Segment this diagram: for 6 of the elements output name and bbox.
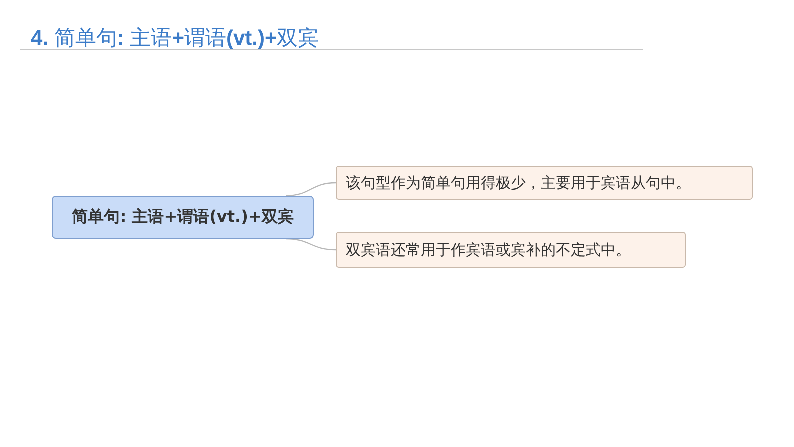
topic-box: 简单句: 主语+谓语(vt.)+双宾 — [52, 196, 314, 239]
connector-curve — [286, 182, 336, 197]
slide-title: 4. 简单句: 主语+谓语(vt.)+双宾 — [31, 26, 320, 52]
subtopic-box: 该句型作为简单句用得极少，主要用于宾语从句中。 — [336, 166, 753, 200]
subtopic-box: 双宾语还常用于作宾语或宾补的不定式中。 — [336, 232, 686, 268]
connector-curve — [286, 238, 336, 251]
